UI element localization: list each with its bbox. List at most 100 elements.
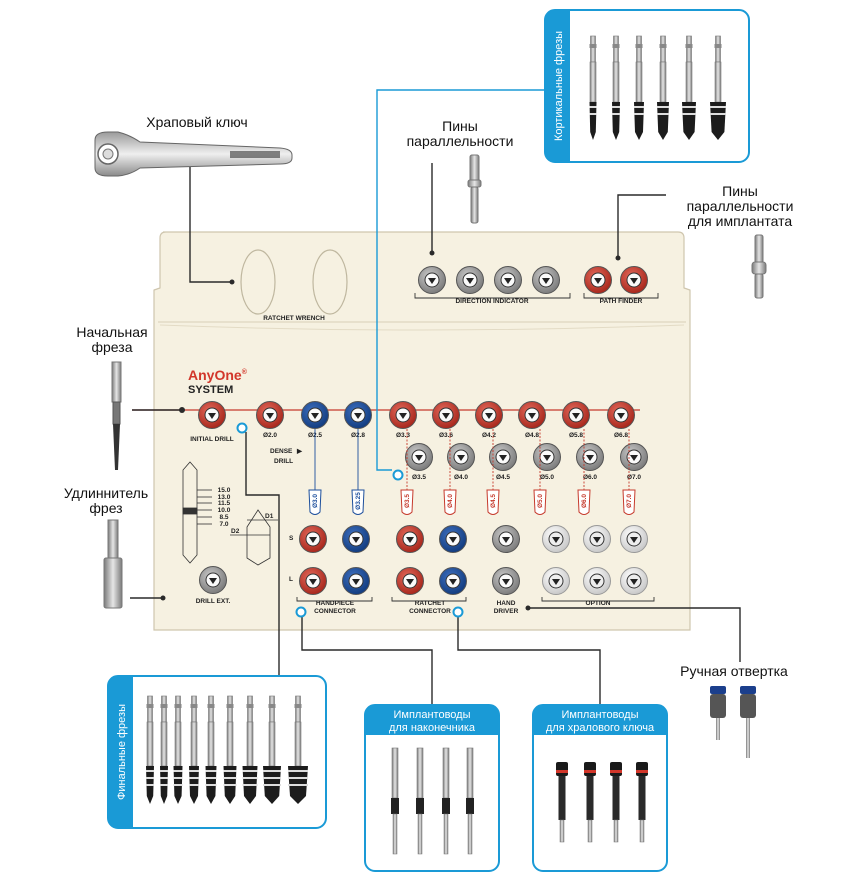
brand-logo: AnyOne® SYSTEM (188, 367, 248, 396)
dense-drill-label: DENSE ▶ DRILL (270, 448, 303, 465)
cortical-drill-icon (634, 35, 644, 140)
driver-socket (583, 525, 611, 553)
drill-diameter-label: Ø7.0 (627, 474, 641, 481)
parallel-pin-image (467, 154, 482, 224)
svg-text:CONNECTOR: CONNECTOR (409, 608, 451, 615)
drill-tag-label: Ø3.25 (355, 492, 362, 510)
drill-diameter-label: Ø5.8 (569, 432, 583, 439)
cortical-drill-icon (612, 35, 620, 140)
drill-tag-label: Ø4.0 (447, 494, 454, 508)
drill-socket (533, 443, 561, 471)
handpiece-driver-icon (442, 747, 450, 855)
direction-indicator-label: DIRECTION INDICATOR (455, 298, 528, 305)
drill-socket (389, 401, 417, 429)
drill-socket (489, 443, 517, 471)
drill-socket (198, 401, 226, 429)
direction-indicator-group: DIRECTION INDICATOR (414, 293, 571, 305)
handpiece-connector-group: HANDPIECE CONNECTOR (296, 597, 373, 615)
drill-diameter-label: Ø4.2 (482, 432, 496, 439)
svg-text:RATCHET: RATCHET (415, 600, 446, 607)
driver-socket (492, 567, 520, 595)
drill-tag-label: Ø3.5 (404, 494, 411, 508)
drill-socket (432, 401, 460, 429)
final-drill-icon (263, 695, 281, 804)
drill-socket (562, 401, 590, 429)
drill-tag-label: Ø4.5 (490, 494, 497, 508)
svg-text:DRIVER: DRIVER (494, 608, 519, 615)
cortical-drills-title: Кортикальные фрезы (553, 31, 565, 141)
option-group: OPTION (541, 597, 655, 607)
depth-gauge-drawing (182, 461, 278, 566)
drill-socket (256, 401, 284, 429)
depth-mark-label: 13.0 (218, 494, 231, 501)
initial-drill-callout-2: фреза (92, 339, 133, 355)
ratchet-drivers-title-1: Имплантоводы (562, 709, 639, 721)
drill-socket (405, 443, 433, 471)
final-drill-icon (146, 695, 154, 804)
driver-socket (299, 567, 327, 595)
direction-indicator-socket (494, 266, 522, 294)
drill-diameter-label: Ø4.8 (525, 432, 539, 439)
driver-socket (342, 525, 370, 553)
direction-indicator-socket (456, 266, 484, 294)
ratchet-driver-icon (584, 762, 596, 843)
drill-socket (344, 401, 372, 429)
svg-text:AnyOne®: AnyOne® (188, 367, 248, 383)
implant-pins-callout-3: для имплантата (688, 213, 793, 229)
drill-socket (518, 401, 546, 429)
depth-mark-label: 8.5 (219, 514, 228, 521)
final-drill-icon (205, 695, 217, 804)
driver-socket (620, 567, 648, 595)
hand-screwdriver-callout: Ручная отвертка (680, 663, 788, 679)
handpiece-drivers-box: Имплантоводы для наконечника (364, 704, 500, 872)
ratchet-wrench-callout: Храповый ключ (146, 114, 247, 130)
driver-socket (439, 567, 467, 595)
svg-text:HANDPIECE: HANDPIECE (316, 600, 355, 607)
path-finder-label: PATH FINDER (600, 298, 643, 305)
ratchet-wrench-image (94, 131, 293, 177)
implant-pins-callout-1: Пины (722, 183, 758, 199)
cortical-drill-icon (589, 35, 597, 140)
direction-indicator-socket (418, 266, 446, 294)
svg-text:HAND: HAND (497, 600, 516, 607)
depth-mark-label: 7.0 (219, 521, 228, 528)
drill-tag: Ø3.25 (351, 429, 365, 515)
drill-tag: Ø7.0 (622, 429, 636, 515)
depth-mark-label: 10.0 (218, 507, 231, 514)
parallel-pins-callout-1: Пины (442, 118, 478, 134)
svg-text:OPTION: OPTION (586, 600, 611, 607)
drill-diameter-label: Ø5.0 (540, 474, 554, 481)
driver-socket (396, 525, 424, 553)
cortical-drills-box: Кортикальные фрезы (544, 9, 750, 163)
drill-diameter-label: Ø2.0 (263, 432, 277, 439)
direction-indicator-socket (532, 266, 560, 294)
long-row-label: L (289, 576, 293, 583)
initial-drill-image (111, 361, 122, 470)
drill-socket (475, 401, 503, 429)
cortical-drill-icon (710, 35, 726, 140)
driver-socket (439, 525, 467, 553)
depth-mark-label: 15.0 (218, 487, 231, 494)
drill-socket (301, 401, 329, 429)
final-drill-icon (189, 695, 199, 804)
driver-socket (396, 567, 424, 595)
ratchet-driver-icon (610, 762, 622, 843)
final-drills-title: Финальные фрезы (116, 704, 128, 800)
final-drill-icon (288, 695, 308, 804)
drill-tag: Ø5.0 (533, 429, 547, 515)
drill-tag-label: Ø3.0 (312, 494, 319, 508)
ratchet-wrench-seat: RATCHET WRENCH (240, 249, 348, 322)
final-drill-icon (223, 695, 237, 804)
svg-text:DRILL: DRILL (274, 458, 293, 465)
drill-socket (607, 401, 635, 429)
final-drill-icon (173, 695, 183, 804)
drill-ext-socket (199, 566, 227, 594)
svg-text:SYSTEM: SYSTEM (188, 384, 233, 396)
svg-text:CONNECTOR: CONNECTOR (314, 608, 356, 615)
handpiece-driver-icon (416, 747, 424, 855)
hand-driver-label: HAND DRIVER (494, 600, 519, 615)
driver-socket (342, 567, 370, 595)
driver-socket (542, 567, 570, 595)
drill-ext-callout-2: фрез (89, 500, 122, 516)
